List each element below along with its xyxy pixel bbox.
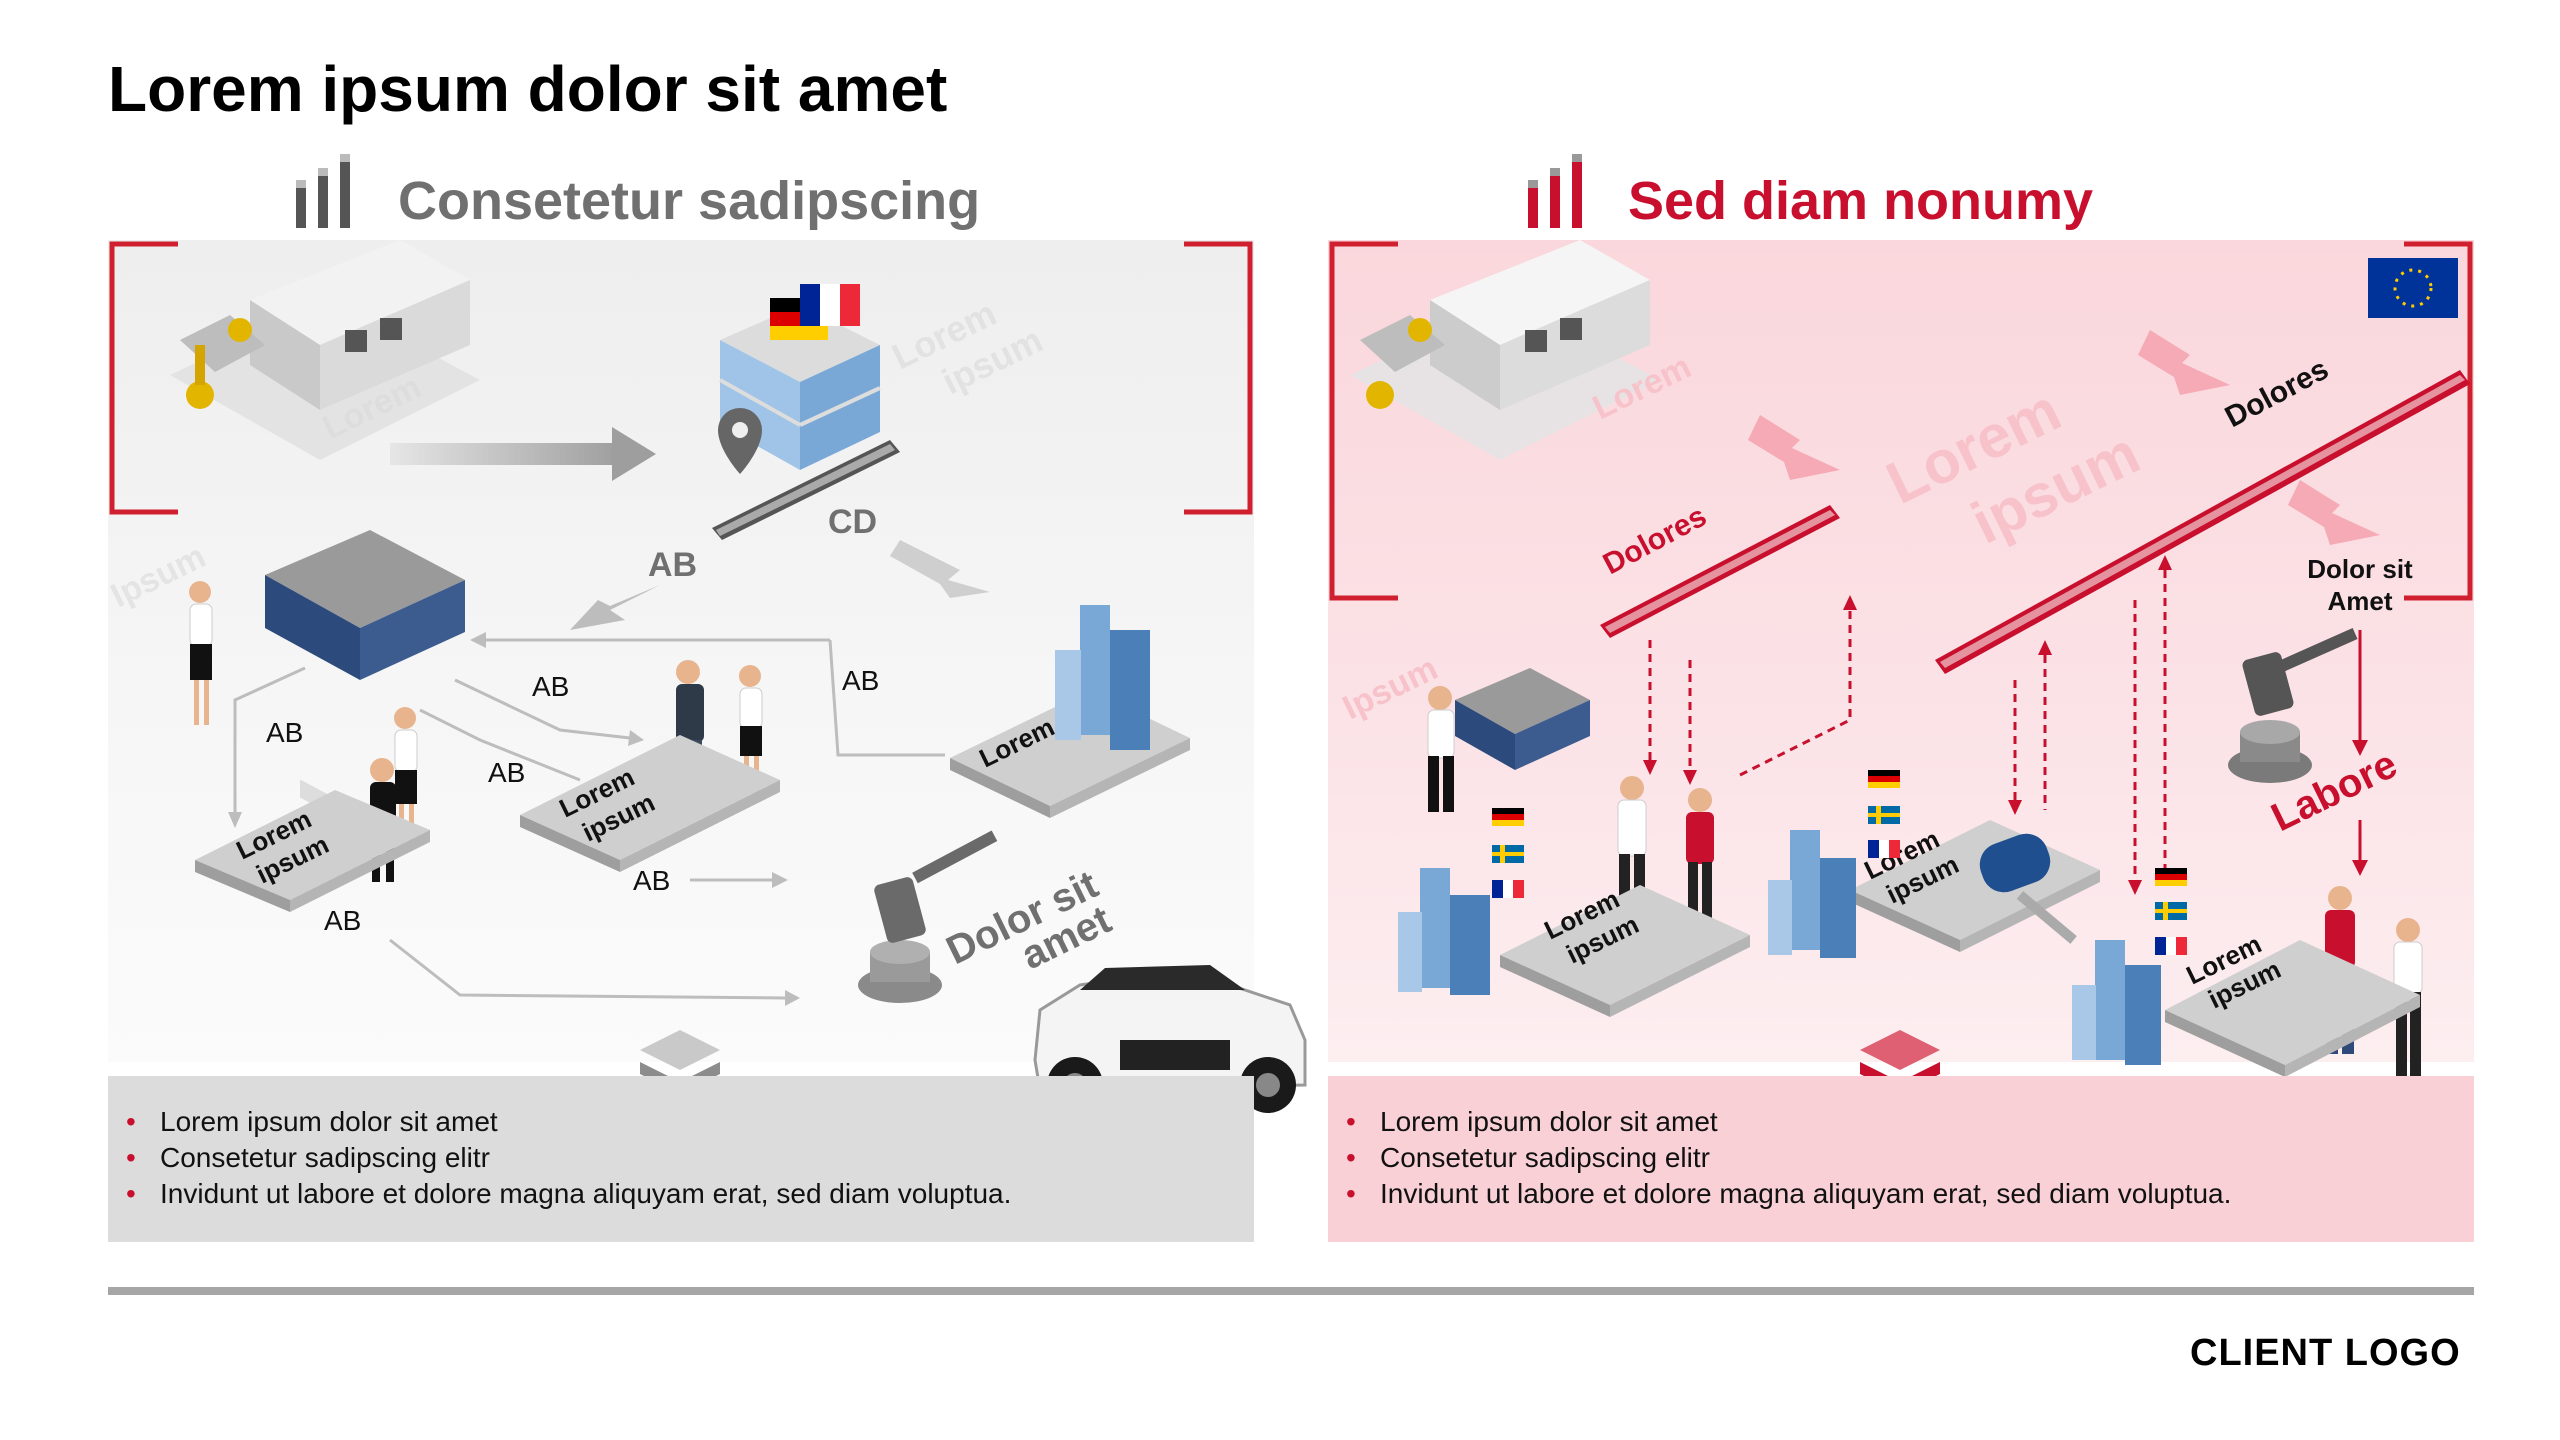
bullet-item: Invidunt ut labore et dolore magna aliqu… (126, 1176, 1254, 1212)
france-flag-icon (1492, 880, 1524, 898)
location-pin-icon (718, 408, 762, 474)
skyscraper-icon (1398, 868, 1490, 995)
platform-icon (1500, 885, 1750, 1017)
watermark-text: Ipsum (1337, 649, 1444, 727)
arrow-head-icon (228, 632, 800, 1006)
bullet-item: Lorem ipsum dolor sit amet (1346, 1104, 2474, 1140)
bullet-item: Lorem ipsum dolor sit amet (126, 1104, 1254, 1140)
factory-chimney-icon (296, 154, 350, 228)
gavel-icon (858, 830, 998, 1003)
dashed-flow-arrows (1648, 570, 2167, 880)
barrier-icon (1935, 370, 2470, 674)
label-dolor-sit: Dolor sit (2307, 554, 2413, 584)
person-icon (1427, 686, 1455, 812)
conveyor-belt-icon (712, 440, 900, 540)
eu-flag-icon (2368, 258, 2458, 318)
person-icon (394, 707, 418, 840)
right-panel-diagram: Lorem Lorem ipsum Ipsum Dolores Dolores … (1329, 154, 2473, 1094)
car-key-icon (1979, 833, 2077, 944)
gavel-icon (2228, 627, 2358, 783)
skyscraper-icon (2072, 940, 2161, 1065)
flow-connector-lines (233, 638, 945, 1000)
label-dolores: Dolores (2220, 353, 2334, 435)
platform-icon (2165, 940, 2420, 1077)
label-ab: AB (488, 757, 525, 788)
platform-icon (195, 790, 430, 912)
label-ab: AB (266, 717, 303, 748)
person-icon (189, 581, 213, 725)
sweden-flag-icon (1492, 845, 1524, 863)
label-ab-bold: AB (648, 546, 697, 584)
germany-flag-icon (1492, 808, 1524, 826)
sweden-flag-icon (2155, 902, 2187, 920)
bullet-item: Consetetur sadipscing elitr (1346, 1140, 2474, 1176)
barrier-icon (1600, 505, 1840, 638)
right-red-bracket (1329, 241, 2473, 601)
left-summary-box: Lorem ipsum dolor sit amet Consetetur sa… (108, 1076, 1254, 1242)
warehouse-icon (265, 530, 465, 819)
factory-icon (170, 240, 480, 460)
label-ab: AB (633, 865, 670, 896)
france-flag-icon (2155, 937, 2187, 955)
person-icon (1686, 788, 1714, 934)
footer-divider (108, 1287, 2474, 1295)
factory-icon (1350, 240, 1660, 460)
germany-flag-icon (2155, 868, 2187, 886)
france-flag-icon (800, 284, 860, 326)
germany-flag-icon (1868, 770, 1900, 788)
sweden-flag-icon (1868, 806, 1900, 824)
page-title: Lorem ipsum dolor sit amet (108, 53, 948, 125)
label-cd: CD (828, 503, 877, 541)
office-building-icon (719, 305, 881, 470)
watermark-text: Ipsum (105, 537, 212, 615)
bullet-item: Invidunt ut labore et dolore magna aliqu… (1346, 1176, 2474, 1212)
bullet-item: Consetetur sadipscing elitr (126, 1140, 1254, 1176)
left-panel-title: Consetetur sadipscing (398, 171, 981, 231)
france-flag-icon (1868, 840, 1900, 858)
left-red-bracket (109, 241, 1253, 515)
arrow-head-icon (1643, 555, 2172, 895)
left-panel-diagram: Lorem Lorem ipsum CD AB Ipsum (105, 154, 1307, 1113)
right-summary-box: Lorem ipsum dolor sit amet Consetetur sa… (1328, 1076, 2474, 1242)
arrow-head-icon (2352, 740, 2368, 876)
skyscraper-icon (1055, 605, 1150, 750)
arrow-down-left-icon (570, 585, 660, 630)
label-ab: AB (324, 905, 361, 936)
factory-chimney-icon (1528, 154, 1582, 228)
label-ab: AB (842, 665, 879, 696)
skyscraper-icon (1768, 830, 1856, 958)
arrow-down-right-icon (890, 540, 990, 598)
platform-icon (520, 735, 780, 872)
person-icon (2393, 918, 2423, 1076)
arrow-right-icon (390, 427, 656, 481)
right-panel-title: Sed diam nonumy (1628, 171, 2094, 231)
client-logo: CLIENT LOGO (2190, 1332, 2461, 1374)
label-dolores: Dolores (1598, 500, 1712, 582)
label-ab: AB (532, 671, 569, 702)
car-icon (1033, 965, 1307, 1113)
arrow-down-right-icon (1748, 330, 2380, 545)
label-amet: Amet (2327, 586, 2392, 616)
warehouse-icon (1455, 668, 1590, 770)
